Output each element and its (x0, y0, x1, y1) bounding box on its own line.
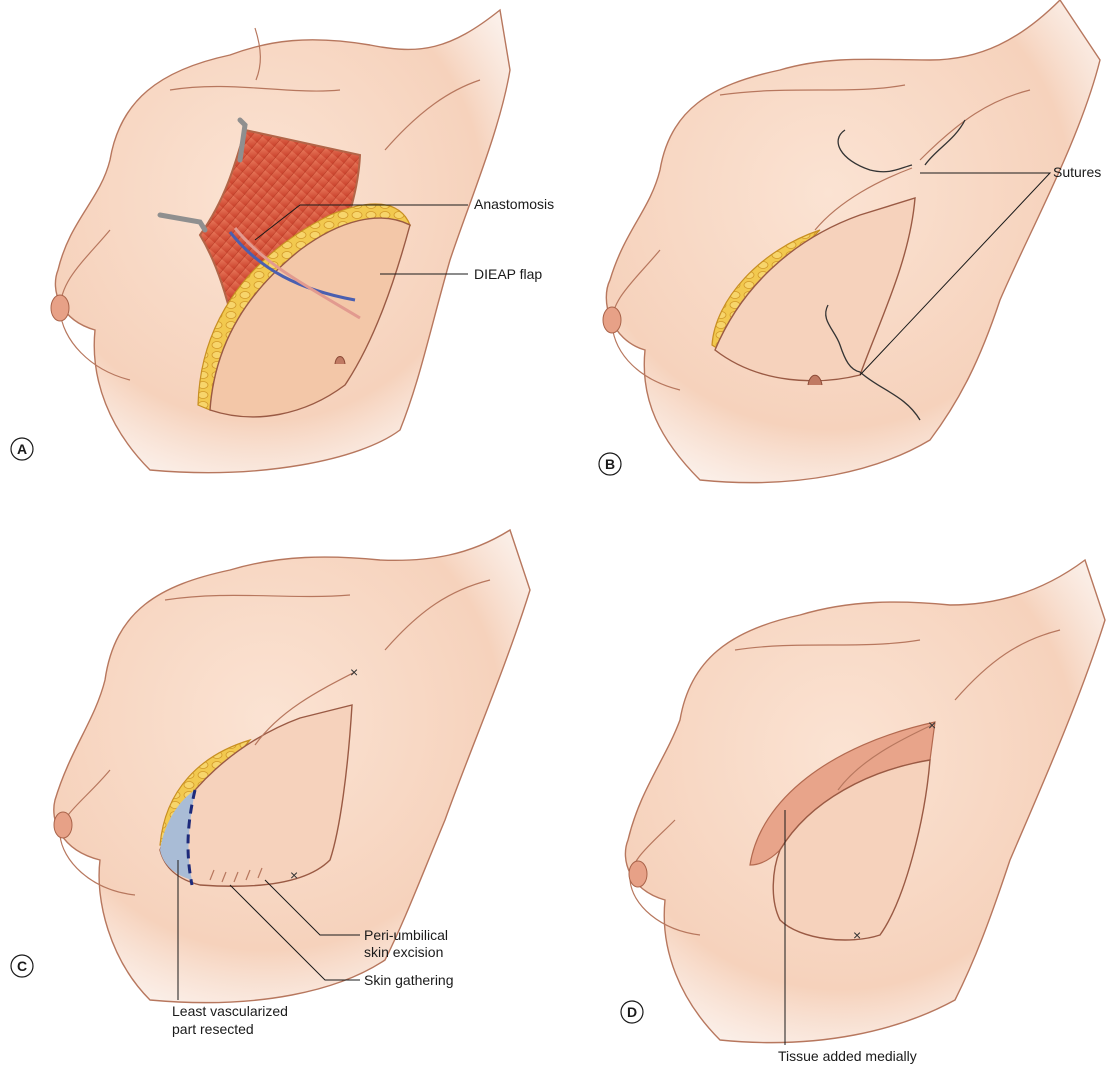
label-resected-2: part resected (172, 1021, 254, 1037)
umbilicus-b (807, 374, 823, 386)
skin-gathering-folds (209, 867, 263, 883)
flap-d (772, 759, 931, 941)
umbilicus-a (334, 356, 346, 365)
nipple-c (53, 811, 73, 839)
incision-line-c (254, 671, 356, 746)
resection-dashed-line (186, 789, 197, 886)
clavicle-d (734, 639, 921, 651)
retractor-left (157, 212, 208, 233)
label-resected-1: Least vascularized (172, 1003, 288, 1019)
panel-letter-c: C (17, 958, 27, 974)
suture-thread-3 (825, 304, 861, 373)
suture-thread-1 (837, 129, 913, 173)
resected-region (160, 790, 195, 880)
panel-b: Sutures B (598, 0, 1101, 484)
label-excision-1: Peri-umbilical (364, 927, 448, 943)
suture-thread-2 (924, 119, 966, 166)
panel-c: × × Peri-umbilical skin excision Skin ga… (10, 528, 531, 1037)
axilla-line-a (384, 79, 481, 151)
clavicle-b (719, 84, 906, 96)
suture-mark-d2: × (928, 717, 936, 733)
label-tissue: Tissue added medially (778, 1048, 917, 1064)
axilla-line-c (384, 579, 491, 651)
panel-d: × × Tissue added medially D (620, 558, 1106, 1064)
panel-badge-d (620, 1000, 644, 1024)
clavicle-c (164, 594, 351, 601)
clavicle-a (169, 85, 341, 92)
panel-badge-a (10, 437, 34, 461)
flap-b (714, 197, 916, 382)
axilla-line-b (919, 89, 1031, 161)
label-dieap-flap: DIEAP flap (474, 266, 542, 282)
suture-thread-4 (859, 371, 921, 421)
artery-a (233, 227, 361, 320)
panel-letter-d: D (627, 1004, 637, 1020)
nipple-a (50, 294, 70, 322)
label-excision-2: skin excision (364, 944, 443, 960)
label-sutures: Sutures (1053, 164, 1101, 180)
suture-mark-d1: × (853, 927, 861, 943)
dieap-flap (209, 217, 411, 418)
panel-letter-a: A (17, 441, 27, 457)
flap-c (159, 704, 353, 887)
panel-badge-c (10, 954, 34, 978)
axilla-line-d (954, 629, 1061, 701)
retractor-top (237, 117, 248, 163)
leader-anastomosis (254, 204, 468, 241)
panel-letter-b: B (605, 456, 615, 472)
panel-a: Anastomosis DIEAP flap A (10, 8, 554, 474)
nipple-b (602, 306, 622, 334)
panel-badge-b (598, 452, 622, 476)
label-anastomosis: Anastomosis (474, 196, 554, 212)
nipple-d (628, 860, 648, 888)
neck-line-a (254, 27, 261, 81)
leader-gathering (229, 884, 360, 981)
tissue-band-inner (837, 724, 933, 791)
leader-sutures (859, 172, 1052, 376)
label-gathering: Skin gathering (364, 972, 454, 988)
suture-mark-c1: × (290, 867, 298, 883)
suture-mark-c2: × (350, 664, 358, 680)
incision-line-b (814, 167, 913, 231)
leader-excision (264, 879, 360, 936)
vein-a (228, 231, 356, 302)
